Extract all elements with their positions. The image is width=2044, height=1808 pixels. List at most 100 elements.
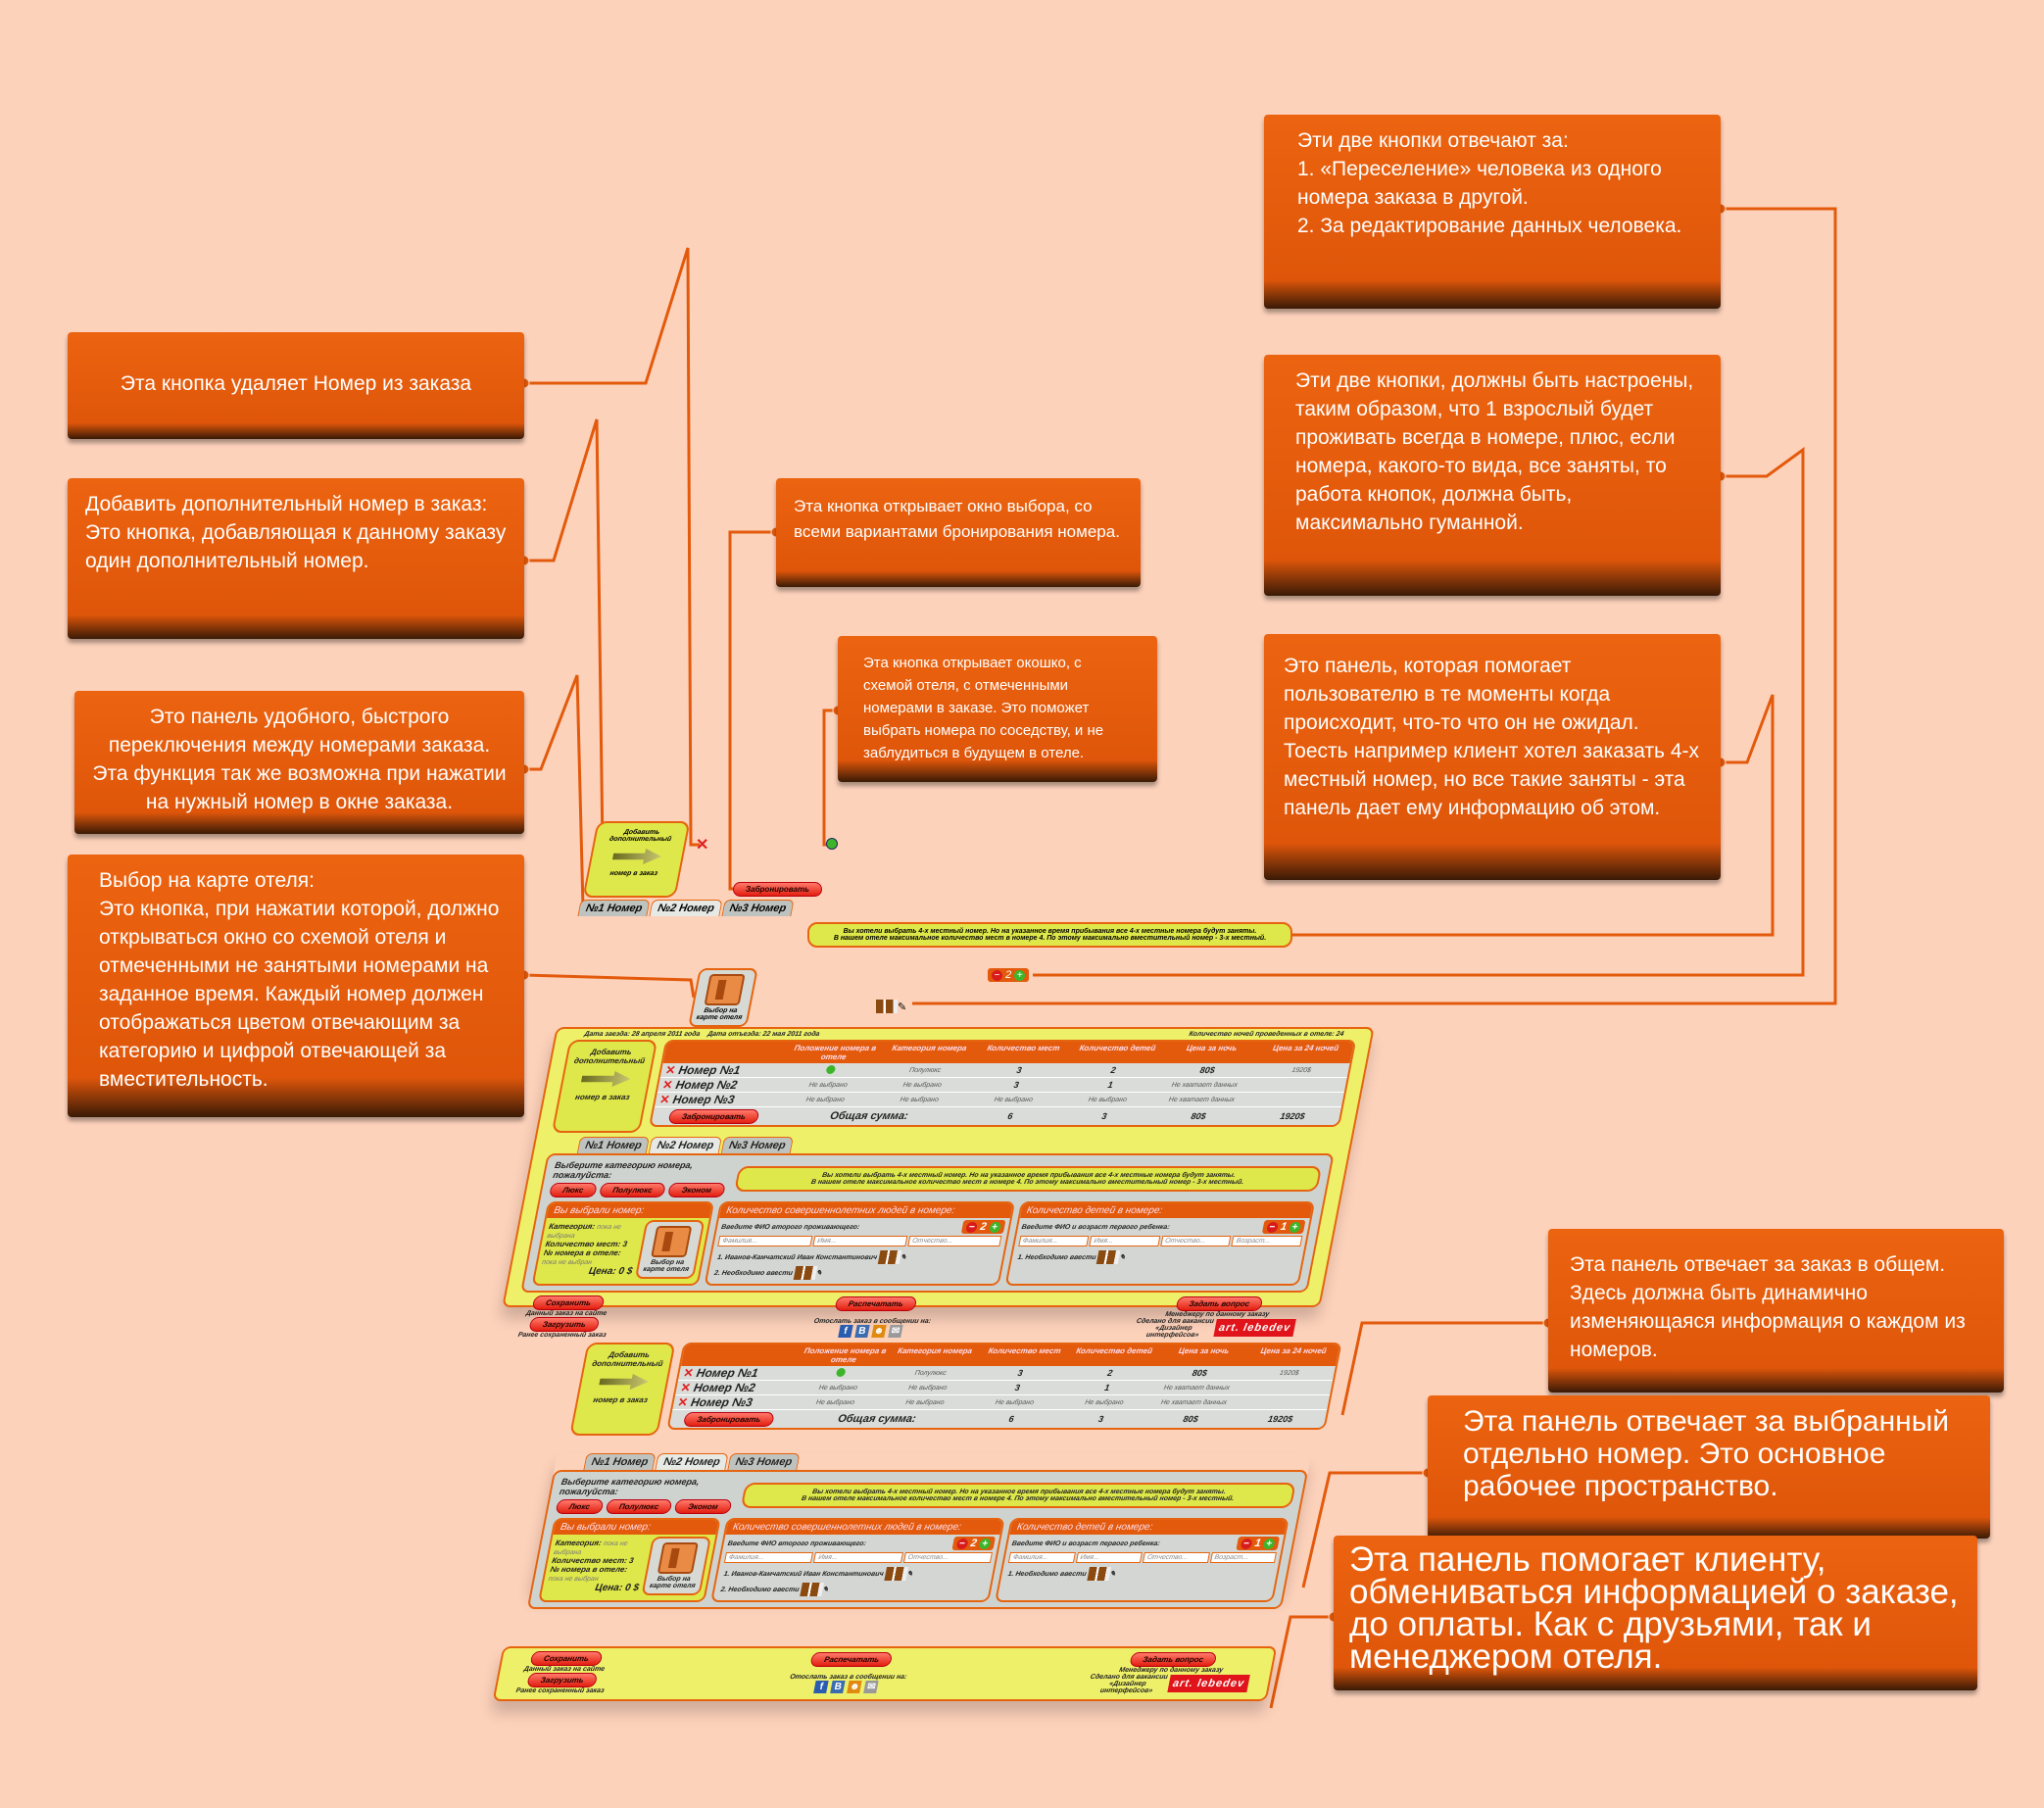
minus-icon[interactable]: − — [955, 1539, 969, 1549]
map-choice-button[interactable]: Выбор на карте отеля — [634, 1220, 706, 1279]
edit-pencil-icon[interactable]: ✎ — [898, 1002, 907, 1013]
moi-mir-icon[interactable]: ☻ — [847, 1681, 863, 1693]
email-icon[interactable]: ✉ — [863, 1681, 880, 1693]
facebook-icon[interactable]: f — [838, 1325, 853, 1338]
child-input[interactable]: Отчество... — [1142, 1552, 1210, 1563]
cell-places: 3 — [1012, 1080, 1020, 1090]
note-booking: Эта кнопка открывает окно выбора, со все… — [776, 478, 1141, 587]
delete-room-icon[interactable]: ✕ — [663, 1063, 677, 1077]
adult-name-input[interactable]: Отчество... — [906, 1236, 1002, 1246]
plus-icon[interactable]: + — [978, 1539, 992, 1549]
tab-room-3[interactable]: №3 Номер — [727, 1453, 801, 1470]
delete-room-icon[interactable]: ✕ — [658, 1093, 671, 1106]
adult-name-input[interactable]: Фамилия... — [723, 1552, 814, 1563]
delete-room-icon[interactable]: ✕ — [679, 1381, 693, 1394]
load-button[interactable]: Загрузить — [528, 1317, 601, 1332]
child-input[interactable]: Возраст... — [1231, 1236, 1303, 1246]
edit-pencil-icon[interactable]: ✎ — [900, 1253, 907, 1261]
minus-icon[interactable]: − — [1265, 1222, 1279, 1233]
move-person-icon[interactable] — [876, 999, 898, 1013]
child-input[interactable]: Имя... — [1089, 1236, 1161, 1246]
map-choice-button[interactable]: Выбор на карте отеля — [641, 1537, 712, 1595]
move-person-icon[interactable] — [1087, 1567, 1111, 1581]
edit-pencil-icon[interactable]: ✎ — [1108, 1570, 1117, 1578]
category-button-0[interactable]: Люкс — [555, 1499, 605, 1514]
child-input[interactable]: Фамилия... — [1007, 1552, 1076, 1563]
save-button[interactable]: Сохранить — [531, 1295, 606, 1310]
book-button-sample[interactable]: Забронировать — [733, 882, 822, 897]
plus-icon[interactable]: + — [1014, 970, 1026, 981]
move-person-icon[interactable] — [877, 1250, 902, 1264]
info-message-sample: Вы хотели выбрать 4-х местный номер. Но … — [807, 922, 1292, 948]
tab-room-2[interactable]: №2 Номер — [655, 1453, 729, 1470]
add-room-button-sample[interactable]: Добавить дополнительный номер в заказ — [582, 821, 698, 898]
vkontakte-icon[interactable]: B — [854, 1325, 870, 1338]
hotel-scheme-icon[interactable] — [825, 1064, 837, 1074]
moi-mir-icon[interactable]: ☻ — [871, 1325, 887, 1338]
delete-room-icon[interactable]: ✕ — [696, 837, 709, 854]
adult-name-input[interactable]: Имя... — [813, 1552, 903, 1563]
tab-room-3[interactable]: №3 Номер — [721, 900, 795, 916]
category-button-1[interactable]: Полулюкс — [605, 1499, 673, 1514]
print-button[interactable]: Распечатать — [809, 1652, 894, 1667]
child-input[interactable]: Фамилия... — [1017, 1236, 1090, 1246]
move-person-icon[interactable] — [1096, 1250, 1121, 1264]
hotel-scheme-icon[interactable] — [826, 838, 838, 850]
book-button[interactable]: Забронировать — [683, 1411, 775, 1427]
category-button-2[interactable]: Эконом — [673, 1499, 733, 1514]
map-button-sample[interactable]: Выбор на карте отеля — [688, 968, 758, 1027]
column-header: Цена за 24 ночей — [1272, 1044, 1339, 1052]
tab-room-1[interactable]: №1 Номер — [583, 1453, 657, 1470]
load-button[interactable]: Загрузить — [526, 1673, 599, 1687]
child-input[interactable]: Возраст... — [1209, 1552, 1277, 1563]
email-icon[interactable]: ✉ — [888, 1325, 903, 1338]
child-input[interactable]: Отчество... — [1160, 1236, 1232, 1246]
move-person-icon[interactable] — [793, 1266, 818, 1280]
child-input[interactable]: Имя... — [1075, 1552, 1143, 1563]
vkontakte-icon[interactable]: B — [830, 1681, 847, 1693]
tab-room-1[interactable]: №1 Номер — [577, 900, 652, 916]
facebook-icon[interactable]: f — [813, 1681, 830, 1693]
adult-name-input[interactable]: Отчество... — [902, 1552, 993, 1563]
plus-icon[interactable]: + — [988, 1222, 1001, 1233]
minus-icon[interactable]: − — [1240, 1539, 1253, 1549]
edit-pencil-icon[interactable]: ✎ — [905, 1570, 914, 1578]
ask-question-button[interactable]: Задать вопрос — [1175, 1295, 1264, 1311]
minus-icon[interactable]: − — [992, 970, 1002, 981]
move-person-icon[interactable] — [800, 1583, 824, 1596]
tab-room-2[interactable]: №2 Номер — [649, 1137, 722, 1153]
category-button-1[interactable]: Полулюкс — [598, 1183, 667, 1197]
delete-room-icon[interactable]: ✕ — [676, 1395, 690, 1409]
delete-room-icon[interactable]: ✕ — [682, 1366, 695, 1380]
save-button[interactable]: Сохранить — [529, 1651, 604, 1666]
delete-room-icon[interactable]: ✕ — [660, 1078, 674, 1092]
tab-room-2[interactable]: №2 Номер — [649, 900, 723, 916]
plus-icon[interactable]: + — [1288, 1222, 1302, 1233]
book-button[interactable]: Забронировать — [667, 1108, 760, 1124]
tab-room-3[interactable]: №3 Номер — [720, 1137, 795, 1153]
move-person-icon[interactable] — [884, 1567, 908, 1581]
tab-room-1[interactable]: №1 Номер — [576, 1137, 651, 1153]
adult-name-input[interactable]: Имя... — [812, 1236, 908, 1246]
category-button-2[interactable]: Эконом — [667, 1183, 726, 1197]
plus-icon[interactable]: + — [1262, 1539, 1276, 1549]
adult-name-input[interactable]: Фамилия... — [717, 1236, 813, 1246]
edit-pencil-icon[interactable]: ✎ — [815, 1269, 823, 1277]
print-button[interactable]: Распечатать — [834, 1296, 918, 1311]
edit-pencil-icon[interactable]: ✎ — [1118, 1253, 1126, 1261]
cell-price_night: Не хватает данных — [1163, 1384, 1231, 1392]
category-button-0[interactable]: Люкс — [548, 1183, 598, 1197]
ask-question-button[interactable]: Задать вопрос — [1129, 1651, 1218, 1667]
minus-icon[interactable]: − — [965, 1222, 979, 1233]
edit-pencil-icon[interactable]: ✎ — [821, 1586, 829, 1593]
hotel-scheme-icon[interactable] — [836, 1367, 847, 1377]
